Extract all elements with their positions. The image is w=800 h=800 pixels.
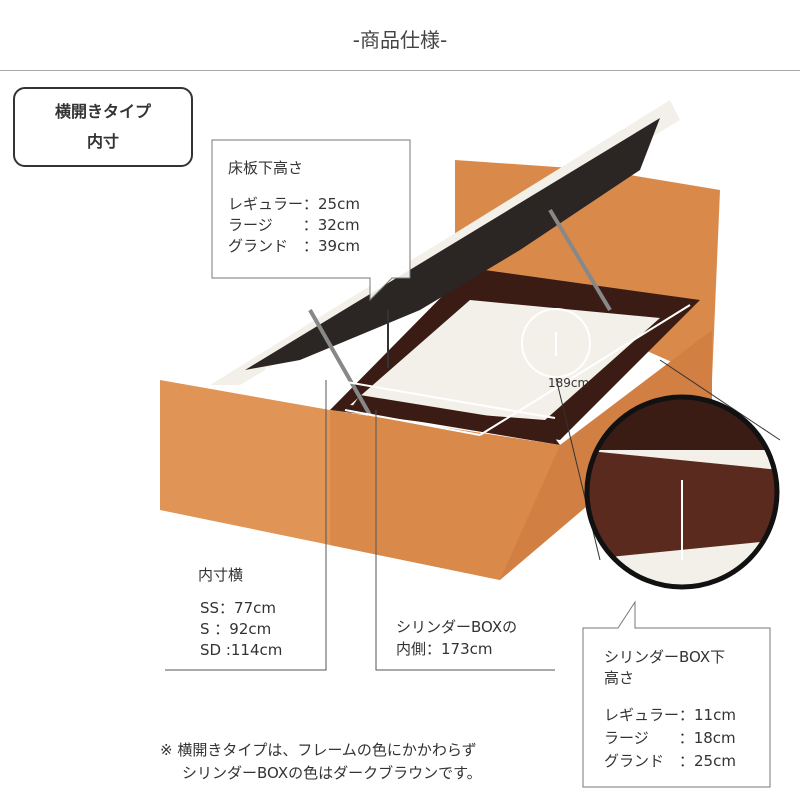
cylinder-under-regular: レギュラー：11cm (604, 706, 736, 724)
type-sublabel: 内寸 (86, 132, 119, 151)
divider (0, 70, 800, 71)
inner-width-heading: 内寸横 (198, 566, 244, 584)
page-title: -商品仕様- (352, 28, 448, 52)
cylinder-inner-value: 内側：173cm (396, 640, 493, 658)
type-badge: 横開きタイプ 内寸 (13, 87, 193, 167)
note-line-2: シリンダーBOXの色はダークブラウンです。 (182, 764, 482, 782)
inner-width-s: S ：92cm (200, 620, 272, 638)
inner-width-ss: SS：77cm (200, 599, 276, 617)
cylinder-under-grand: グランド ：25cm (604, 752, 736, 770)
floor-height-grand: グランド ：39cm (228, 237, 360, 255)
inner-width-sd: SD :114cm (200, 641, 283, 659)
note-line-1: ※ 横開きタイプは、フレームの色にかかわらず (160, 741, 477, 759)
floor-height-large: ラージ ：32cm (228, 216, 360, 234)
type-label: 横開きタイプ (54, 102, 151, 121)
floor-height-heading: 床板下高さ (228, 159, 304, 177)
cylinder-under-large: ラージ ：18cm (604, 729, 736, 747)
floor-height-regular: レギュラー：25cm (228, 195, 360, 213)
length-label: 189cm (548, 376, 590, 390)
cylinder-inner-label: シリンダーBOXの (396, 618, 518, 636)
cylinder-under-heading: シリンダーBOX下 (604, 648, 726, 666)
cylinder-under-heading2: 高さ (604, 669, 635, 687)
